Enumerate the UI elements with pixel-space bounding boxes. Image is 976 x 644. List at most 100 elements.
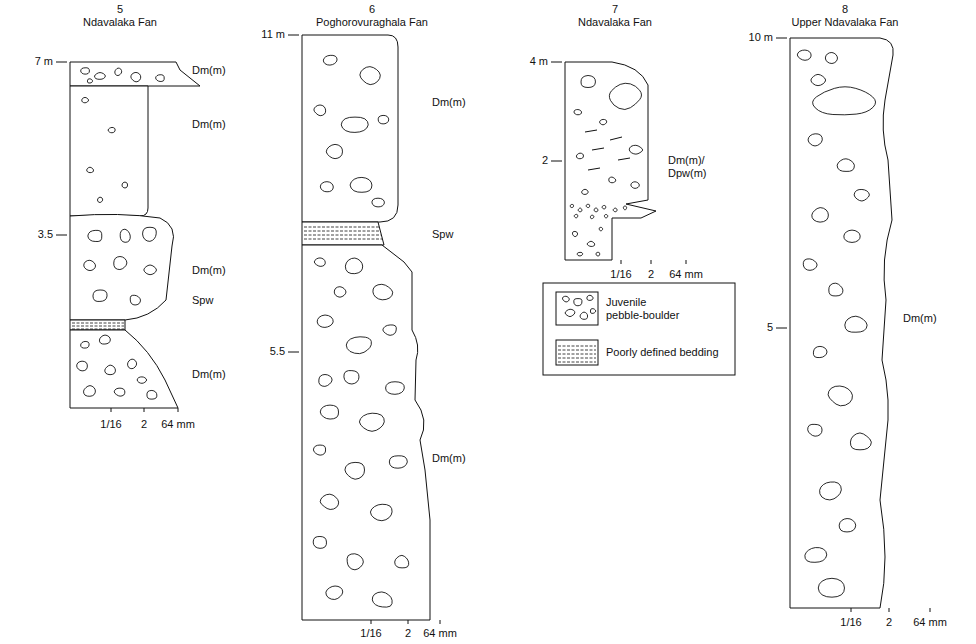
clast [378, 115, 389, 123]
legend-text: Juvenile pebble-boulder [606, 296, 686, 322]
grain-size: 1/16 [100, 418, 121, 431]
clast [828, 386, 852, 406]
clast [587, 295, 593, 300]
facies-code: Dm(m) [432, 452, 466, 465]
facies-code: Dm(m) [903, 312, 937, 325]
clast [314, 258, 325, 266]
clast [581, 75, 595, 87]
clast [122, 182, 127, 188]
clast [572, 231, 577, 236]
bed-outlines [70, 35, 893, 620]
clast [574, 299, 582, 306]
clast [574, 110, 582, 115]
log-number: 8 [842, 3, 848, 16]
depth-ticks [56, 35, 930, 624]
clast [797, 50, 811, 60]
clast [599, 227, 602, 230]
clast [115, 68, 122, 75]
clast [84, 260, 96, 270]
clast [130, 295, 140, 305]
clast [87, 167, 94, 172]
depth-label: 5.5 [270, 345, 285, 358]
clast [825, 52, 837, 63]
clast [854, 189, 869, 201]
clast [319, 375, 332, 387]
clast [360, 67, 380, 85]
facies-code: Spw [432, 228, 453, 241]
bedding-lines [72, 227, 596, 362]
clast [609, 177, 616, 183]
depth-label: 10 m [749, 31, 773, 44]
clast [156, 75, 165, 82]
clast [582, 189, 588, 194]
clast [602, 205, 606, 208]
log-title: Poghorovuraghala Fan [316, 16, 428, 29]
clast [850, 433, 871, 450]
log-number: 6 [369, 3, 375, 16]
grain-size: 1/16 [360, 627, 381, 640]
clast [131, 72, 141, 81]
clast [108, 127, 115, 132]
clast [137, 377, 146, 383]
depth-label: 4 m [530, 55, 548, 68]
clast [590, 215, 593, 218]
clast [323, 55, 337, 65]
clast [813, 87, 876, 115]
clast [562, 296, 569, 302]
clast [808, 134, 822, 146]
clast [594, 208, 598, 212]
clast [94, 73, 105, 80]
clast [820, 482, 842, 500]
bed [70, 62, 200, 86]
legend-swatch [556, 340, 598, 365]
log-number: 5 [117, 3, 123, 16]
clast [386, 382, 405, 395]
clast [81, 68, 90, 74]
clast [345, 462, 365, 479]
clast [372, 592, 392, 607]
clast [811, 74, 826, 85]
clast [317, 315, 333, 327]
facies-code: Dm(m) [192, 368, 226, 381]
clast [845, 316, 867, 332]
clast [370, 504, 392, 520]
clasts [77, 50, 876, 607]
legend-text: Poorly defined bedding [606, 346, 719, 359]
clast [631, 182, 639, 189]
bed [70, 320, 125, 330]
clast [844, 230, 860, 242]
clast [565, 309, 575, 316]
depth-label: 7 m [35, 55, 53, 68]
clast [586, 204, 589, 207]
log-title: Ndavalaka Fan [83, 16, 157, 29]
grain-size: 64 mm [161, 418, 195, 431]
clast [383, 325, 396, 335]
depth-label: 3.5 [38, 228, 53, 241]
clast [596, 252, 600, 256]
log-title: Ndavalaka Fan [578, 16, 652, 29]
clast [580, 312, 588, 319]
facies-code: Dm(m) [432, 96, 466, 109]
clast [105, 365, 116, 375]
grain-size: 2 [886, 616, 892, 629]
clast [590, 309, 595, 314]
depth-label: 11 m [261, 28, 285, 41]
clast [813, 346, 827, 357]
clast [389, 456, 407, 468]
clast [344, 371, 359, 384]
clast [587, 241, 595, 246]
grain-size: 2 [648, 268, 654, 281]
bed [302, 222, 384, 245]
clast [600, 119, 607, 124]
grain-size: 1/16 [610, 268, 631, 281]
facies-code: Spw [192, 294, 213, 307]
clast [613, 208, 617, 212]
clast [99, 335, 110, 344]
facies-code: Dm(m) [192, 64, 226, 77]
clast [623, 206, 626, 210]
clast [114, 257, 127, 270]
clast [808, 424, 822, 436]
grain-size: 64 mm [669, 268, 703, 281]
clast [395, 555, 409, 568]
